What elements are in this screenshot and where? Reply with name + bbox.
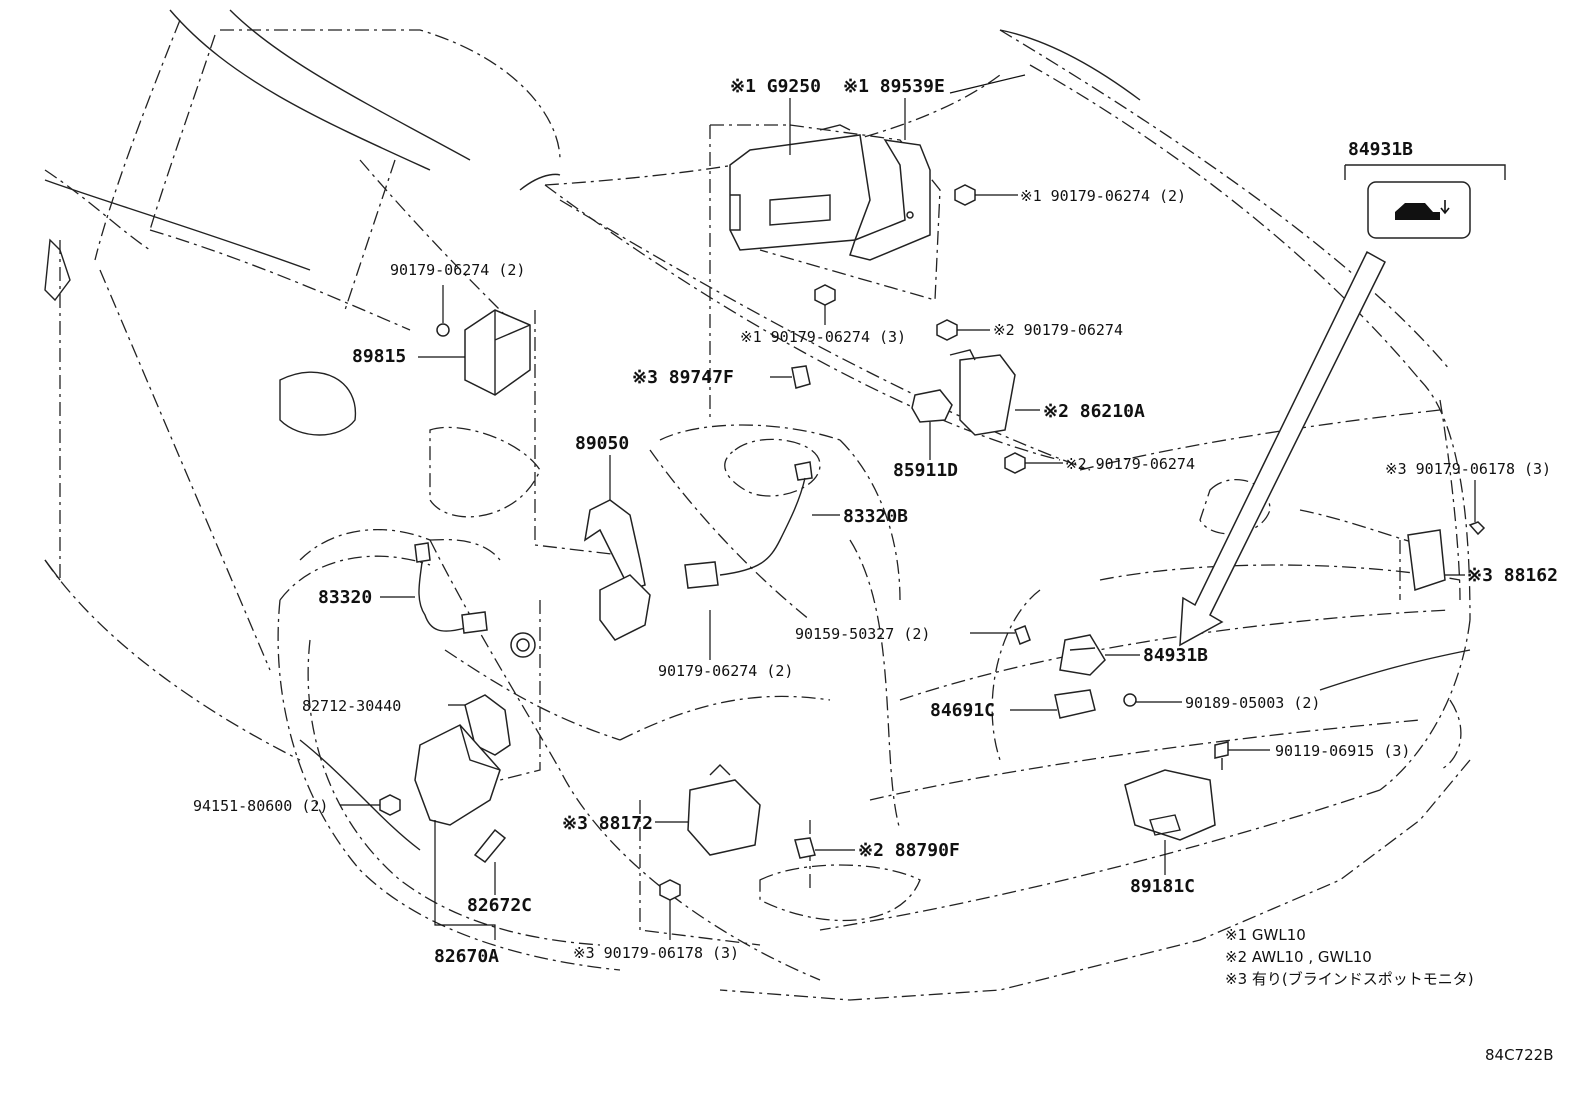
legend-line-3: ※3 有り(ブラインドスポットモニタ) xyxy=(1225,970,1474,988)
label-89181c: 89181C xyxy=(1130,876,1195,897)
label-bolt-2-b: ※2 90179-06274 xyxy=(1065,455,1195,473)
label-bolt-80600: 94151-80600 (2) xyxy=(193,797,328,815)
label-83320b: 83320B xyxy=(843,506,908,527)
label-bolt-06178-bottom: ※3 90179-06178 (3) xyxy=(573,944,739,962)
legend-line-1: ※1 GWL10 xyxy=(1225,926,1306,944)
connector-88790f xyxy=(794,837,816,859)
module-89815 xyxy=(436,309,531,396)
vehicle-outline xyxy=(44,19,1471,1001)
label-84931b: 84931B xyxy=(1143,645,1208,666)
label-83320: 83320 xyxy=(318,587,372,608)
bracket-89050 xyxy=(583,499,651,641)
callout-arrow xyxy=(1179,250,1386,647)
leader-lines xyxy=(340,74,1476,940)
legend-line-2: ※2 AWL10 , GWL10 xyxy=(1225,948,1372,966)
fuse-82672c xyxy=(473,828,507,864)
nut-86210a-bottom xyxy=(1004,452,1026,474)
nut-below-ecu xyxy=(814,284,836,306)
nut-94151 xyxy=(379,794,401,816)
label-82672c: 82672C xyxy=(467,895,532,916)
vehicle-solid-lines xyxy=(44,9,1471,851)
label-bolt-ecu-3: ※1 90179-06274 (3) xyxy=(740,328,906,346)
label-88162: ※3 88162 xyxy=(1467,565,1558,586)
relay-85911d xyxy=(911,389,953,423)
label-86210a: ※2 86210A xyxy=(1043,401,1145,422)
label-bolt-top-right: ※1 90179-06274 (2) xyxy=(1020,187,1186,205)
label-g9250: ※1 G9250 xyxy=(730,76,821,97)
label-bolt-50327: 90159-50327 (2) xyxy=(795,625,930,643)
bracket-89539e xyxy=(849,139,931,261)
module-89181c xyxy=(1124,769,1216,841)
label-bolt-2-a: ※2 90179-06274 xyxy=(993,321,1123,339)
label-85911d: 85911D xyxy=(893,460,958,481)
label-82670a: 82670A xyxy=(434,946,499,967)
label-89050: 89050 xyxy=(575,433,629,454)
nut-88172 xyxy=(659,879,681,901)
diagram-code: 84C722B xyxy=(1485,1046,1553,1064)
radar-88162 xyxy=(1407,529,1446,592)
harness-83320 xyxy=(414,542,488,634)
label-bolt-05003: 90189-05003 (2) xyxy=(1185,694,1320,712)
label-bolt-left-2: 90179-06274 (2) xyxy=(390,261,525,279)
nut-88162 xyxy=(1468,521,1486,536)
connector-89747f xyxy=(791,365,811,389)
nut-top-right xyxy=(954,184,976,206)
label-84691c: 84691C xyxy=(930,700,995,721)
part-labels: ※1 G9250 ※1 89539E 84931B ※1 90179-06274… xyxy=(193,76,1558,967)
label-bolt-06178-right: ※3 90179-06178 (3) xyxy=(1385,460,1551,478)
switch-icon-box xyxy=(1344,164,1506,239)
label-84931b-top: 84931B xyxy=(1348,139,1413,160)
label-88790f: ※2 88790F xyxy=(858,840,960,861)
label-89539e: ※1 89539E xyxy=(843,76,945,97)
label-89815: 89815 xyxy=(352,346,406,367)
junction-block-82670a xyxy=(414,724,501,826)
car-trunk-open-icon xyxy=(1395,200,1450,220)
unit-86210a xyxy=(936,319,1016,436)
bolt-90119 xyxy=(1214,741,1229,770)
cover-84691c xyxy=(1054,689,1096,719)
label-89747f: ※3 89747F xyxy=(632,367,734,388)
label-88172: ※3 88172 xyxy=(562,813,653,834)
label-bolt-mid-2: 90179-06274 (2) xyxy=(658,662,793,680)
clip-90189 xyxy=(1123,693,1137,707)
bolt-90159 xyxy=(1014,625,1031,645)
harness-83320b xyxy=(684,461,813,589)
ecu-g9250 xyxy=(729,124,871,251)
radar-88172 xyxy=(687,764,761,856)
label-82712: 82712-30440 xyxy=(302,697,401,715)
legend: ※1 GWL10 ※2 AWL10 , GWL10 ※3 有り(ブラインドスポッ… xyxy=(1225,926,1474,988)
switch-84931b xyxy=(1059,634,1106,676)
label-bolt-06915: 90119-06915 (3) xyxy=(1275,742,1410,760)
fuel-filler-cap xyxy=(510,632,536,658)
